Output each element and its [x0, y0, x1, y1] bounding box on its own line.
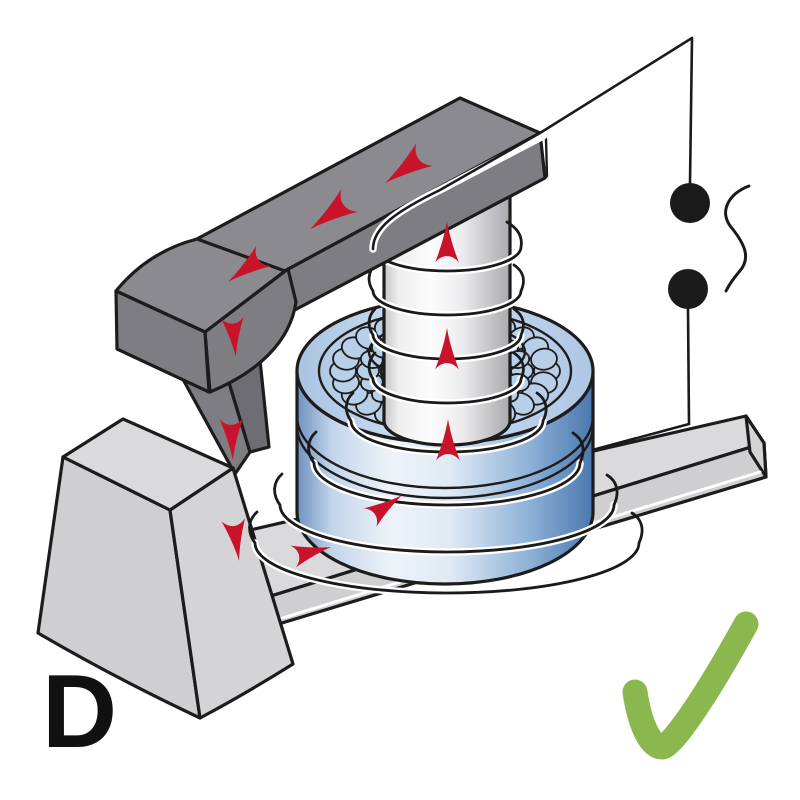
power-wire-lower — [583, 307, 691, 454]
corner-block-right-face — [203, 267, 298, 394]
base-front-face — [36, 455, 202, 720]
base-block — [36, 417, 295, 720]
bearing-side-groove — [295, 415, 595, 490]
base-top-face — [61, 417, 235, 512]
bearing-roller — [530, 347, 558, 371]
power-wire-drop — [688, 36, 694, 185]
option-label: D — [42, 654, 118, 770]
power-wire-upper — [371, 36, 694, 251]
power-circuit — [369, 36, 751, 309]
terminal-dot — [668, 269, 708, 309]
base-side-face — [168, 466, 295, 720]
bearing-side-groove — [295, 425, 595, 500]
support-beam-end-face — [744, 414, 768, 479]
green-checkmark-icon — [622, 611, 759, 760]
terminal-dot — [670, 183, 710, 223]
ac-waveform-icon — [724, 184, 751, 293]
corner-block — [114, 237, 298, 394]
corner-block-front-face — [114, 289, 211, 394]
